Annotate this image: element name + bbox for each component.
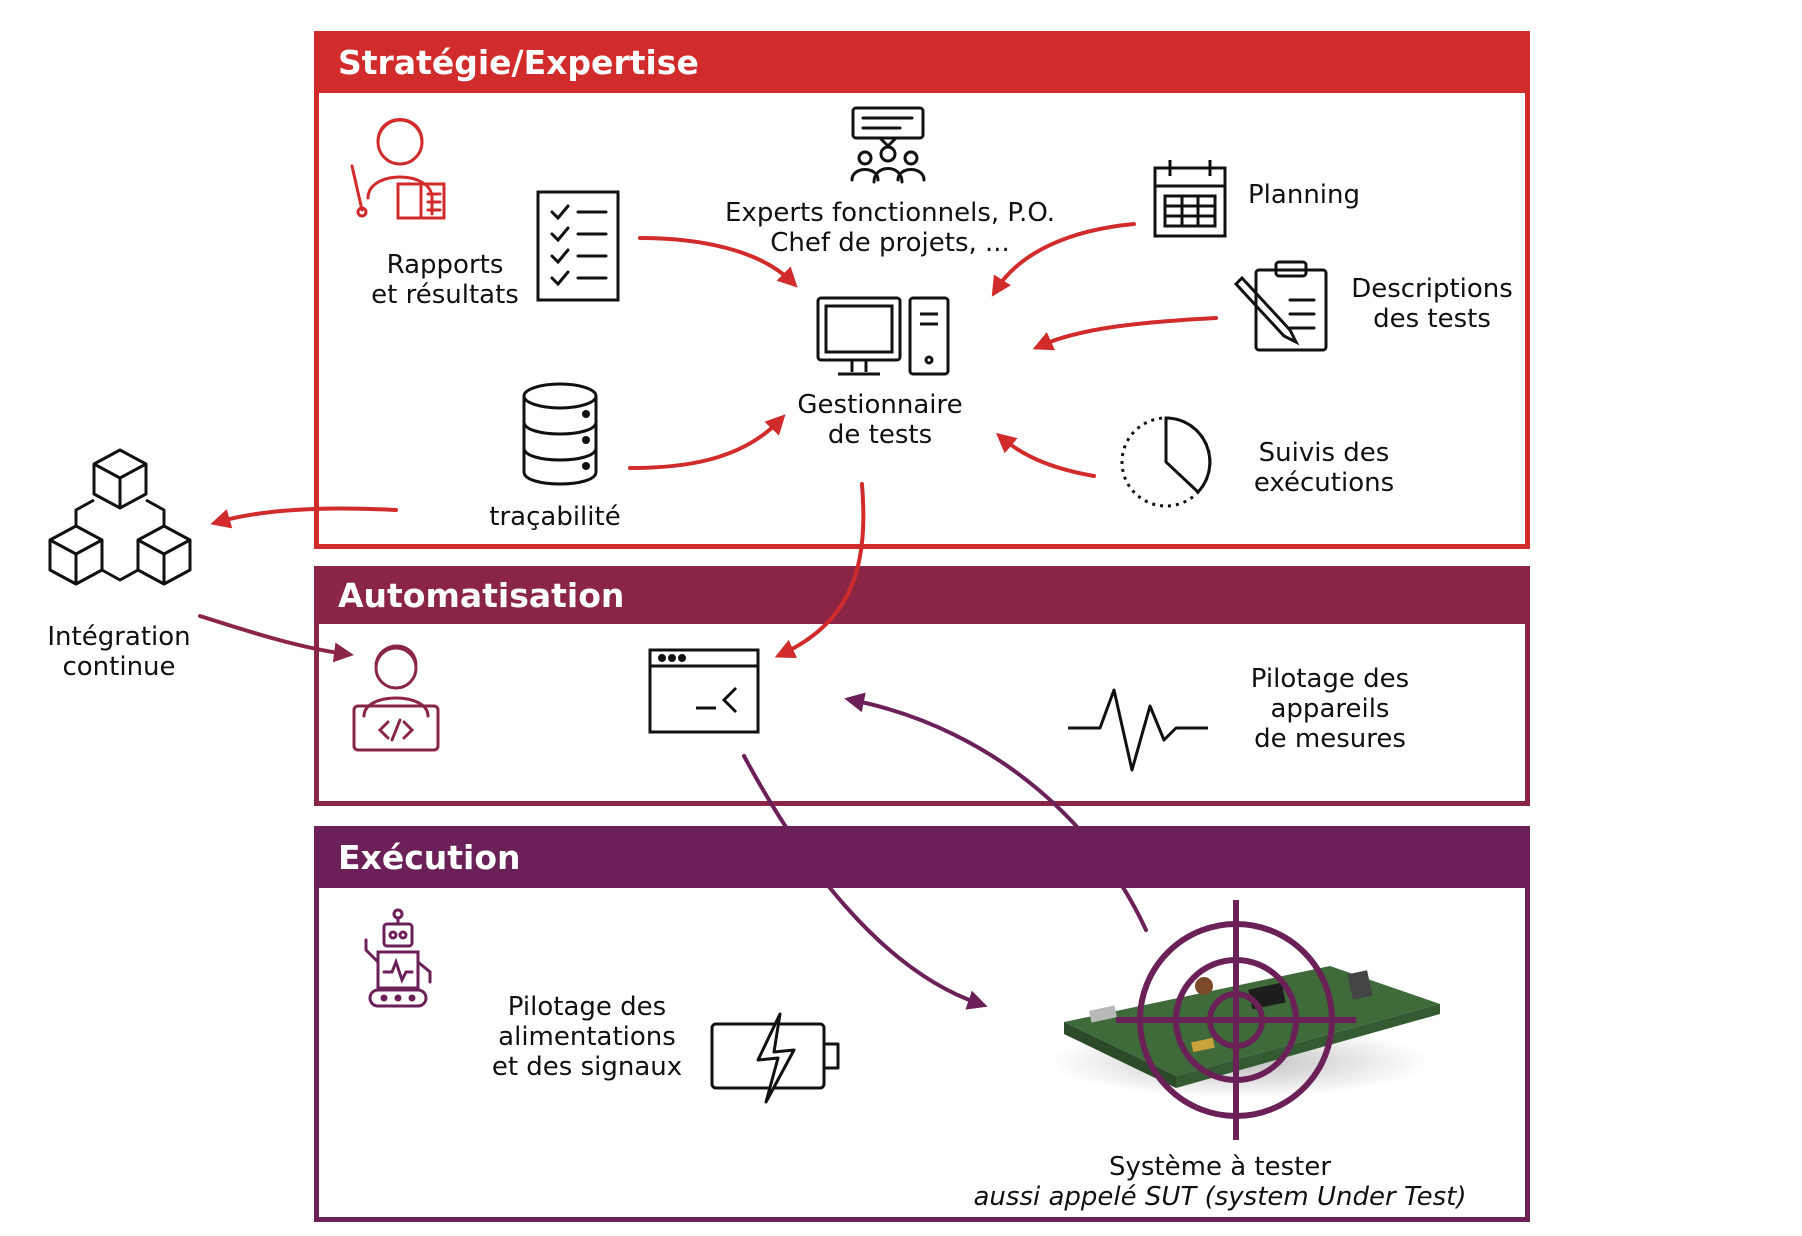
label-traceability: traçabilité: [489, 502, 621, 532]
label-ci: Intégration continue: [47, 622, 191, 682]
teacher-icon: [350, 118, 446, 220]
label-experts-1: Experts fonctionnels, P.O.: [725, 198, 1055, 228]
computer-icon: [816, 296, 950, 376]
pulse-icon: [1068, 688, 1208, 772]
label-experts-2: Chef de projets, ...: [770, 228, 1010, 258]
label-planning: Planning: [1248, 180, 1360, 210]
blocks-icon: [48, 448, 192, 586]
panel-automation-title: Automatisation: [314, 566, 1530, 624]
label-instruments: Pilotage des appareils de mesures: [1250, 664, 1410, 754]
robot-icon: [364, 908, 432, 1008]
meeting-icon: [850, 106, 926, 184]
panel-automation: Automatisation: [314, 566, 1530, 806]
terminal-icon: [648, 648, 760, 734]
developer-icon: [352, 644, 440, 752]
label-sut-title: Système à tester: [1108, 1152, 1332, 1182]
label-test-manager: Gestionnaire de tests: [797, 390, 963, 450]
panel-strategy-title: Stratégie/Expertise: [314, 31, 1530, 93]
timer-icon: [1120, 416, 1212, 508]
database-icon: [522, 382, 598, 486]
label-reports: Rapports et résultats: [371, 250, 519, 310]
panel-execution-title: Exécution: [314, 826, 1530, 888]
label-executions: Suivis des exécutions: [1253, 438, 1395, 498]
target-board-icon: [1050, 900, 1440, 1140]
battery-icon: [710, 1012, 840, 1104]
label-power: Pilotage des alimentations et des signau…: [491, 992, 683, 1082]
checklist-icon: [536, 190, 620, 302]
calendar-icon: [1153, 160, 1227, 238]
label-sut-subtitle: aussi appelé SUT (system Under Test): [973, 1182, 1467, 1212]
clipboard-icon: [1233, 260, 1328, 352]
label-descriptions: Descriptions des tests: [1351, 274, 1513, 334]
